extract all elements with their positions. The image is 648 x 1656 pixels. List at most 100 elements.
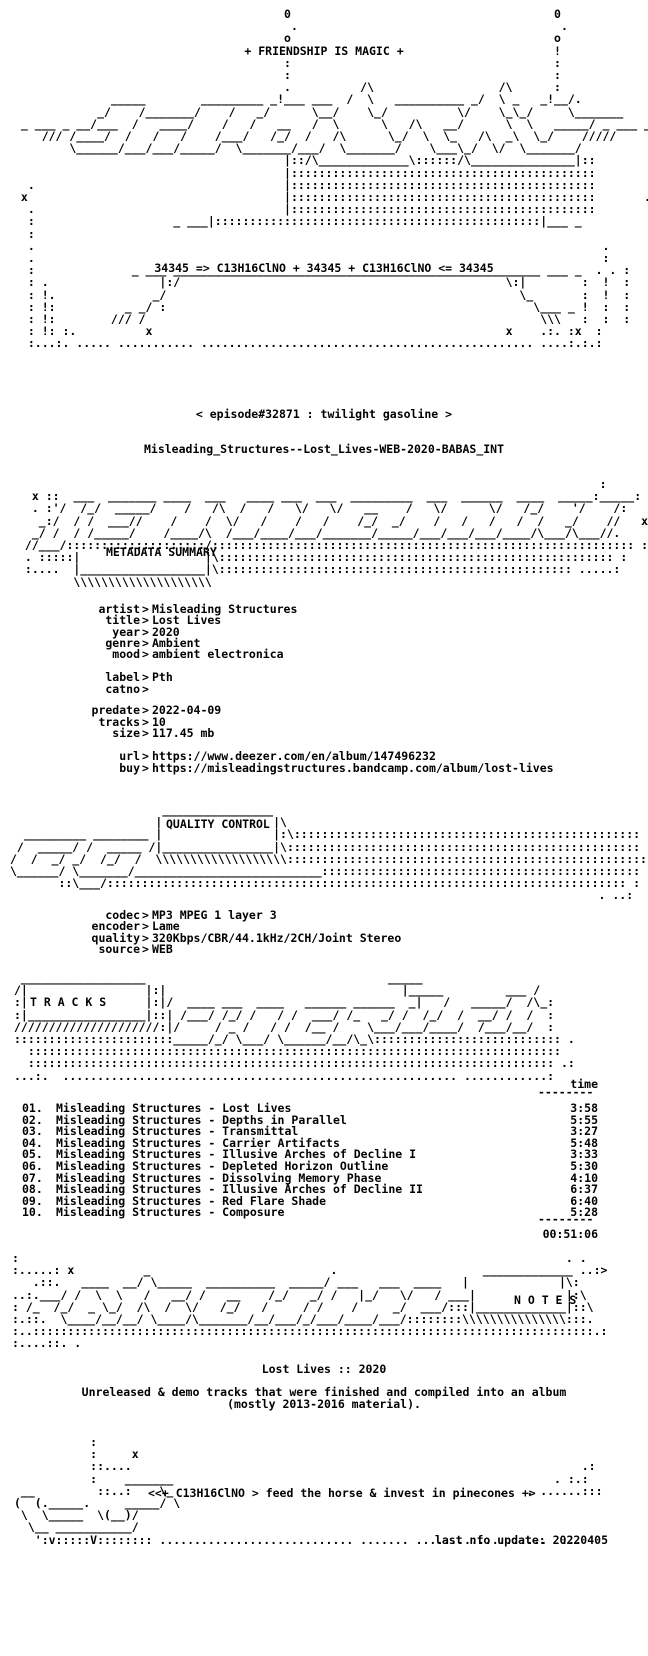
header-tagline: + FRIENDSHIP IS MAGIC + bbox=[244, 44, 404, 58]
header-formula: 34345 => C13H16ClNO + 34345 + C13H16ClNO… bbox=[154, 261, 494, 275]
metadata-separator: > bbox=[142, 636, 149, 650]
track-number: 10. bbox=[22, 1205, 43, 1220]
last-update: last nfo update: 20220405 bbox=[434, 1533, 608, 1547]
quality-key: codec bbox=[105, 908, 140, 922]
tracks-time-header: time bbox=[570, 1077, 598, 1091]
quality-ascii-art: ________________ | |\ _________ ________… bbox=[10, 803, 648, 903]
track-time: 5:55 bbox=[570, 1112, 598, 1127]
quality-separator: > bbox=[142, 931, 149, 945]
track-number: 09. bbox=[22, 1193, 43, 1208]
quality-section-title: QUALITY CONTROL bbox=[166, 817, 270, 831]
track-title: Misleading Structures - Depths in Parall… bbox=[56, 1112, 347, 1127]
track-title: Misleading Structures - Red Flare Shade bbox=[56, 1193, 327, 1208]
track-title: Misleading Structures - Dissolving Memor… bbox=[56, 1170, 382, 1185]
track-row: 07. Misleading Structures - Dissolving Me… bbox=[0, 1172, 648, 1184]
track-number: 08. bbox=[22, 1182, 43, 1197]
tracks-total-underline: -------- bbox=[538, 1212, 594, 1226]
track-time: 5:30 bbox=[570, 1159, 598, 1173]
notes-heading: Lost Lives :: 2020 bbox=[261, 1362, 387, 1376]
track-row: 08. Misleading Structures - Illusive Arch… bbox=[0, 1183, 648, 1195]
tracks-ascii-art: __________________ _____ /| |:| |_____ _… bbox=[14, 971, 575, 1083]
metadata-row: url>https://www.deezer.com/en/album/1474… bbox=[0, 750, 648, 762]
quality-separator: > bbox=[142, 942, 149, 956]
metadata-value[interactable]: https://misleadingstructures.bandcamp.co… bbox=[152, 761, 554, 775]
track-number: 03. bbox=[22, 1124, 43, 1139]
quality-value: MP3 MPEG 1 layer 3 bbox=[152, 908, 277, 922]
metadata-row: title>Lost Lives bbox=[0, 614, 648, 626]
track-time: 5:48 bbox=[570, 1135, 598, 1150]
metadata-separator: > bbox=[142, 749, 149, 763]
track-time: 3:27 bbox=[570, 1124, 598, 1139]
track-title: Misleading Structures - Illusive Arches … bbox=[56, 1147, 417, 1162]
metadata-key: year bbox=[112, 625, 140, 639]
metadata-value: Misleading Structures bbox=[152, 602, 298, 616]
track-time: 6:40 bbox=[570, 1193, 598, 1208]
metadata-value: 117.45 mb bbox=[152, 726, 215, 740]
metadata-key: size bbox=[112, 726, 140, 740]
footer-tagline: <<+ C13H16ClNO > feed the horse & invest… bbox=[148, 1486, 536, 1500]
quality-row: codec>MP3 MPEG 1 layer 3 bbox=[0, 909, 648, 921]
quality-row: source>WEB bbox=[0, 943, 648, 955]
metadata-value: Lost Lives bbox=[152, 613, 222, 627]
metadata-key: catno bbox=[105, 682, 140, 696]
quality-key: encoder bbox=[91, 919, 140, 933]
metadata-key: tracks bbox=[98, 715, 140, 729]
metadata-row: genre>Ambient bbox=[0, 637, 648, 649]
metadata-separator: > bbox=[142, 761, 149, 775]
track-title: Misleading Structures - Composure bbox=[56, 1205, 285, 1220]
metadata-separator: > bbox=[142, 670, 149, 684]
track-time: 5:28 bbox=[570, 1205, 598, 1220]
tracks-section-title: T R A C K S bbox=[30, 995, 107, 1009]
track-title: Misleading Structures - Illusive Arches … bbox=[56, 1182, 423, 1197]
metadata-key: genre bbox=[105, 636, 140, 650]
metadata-separator: > bbox=[142, 682, 149, 696]
header-ascii-art: 0 0 . . o bbox=[20, 7, 648, 351]
quality-value: 320Kbps/CBR/44.1kHz/2CH/Joint Stereo bbox=[152, 931, 402, 945]
metadata-row: year>2020 bbox=[0, 626, 648, 638]
metadata-separator: > bbox=[142, 715, 149, 729]
track-time: 3:33 bbox=[570, 1147, 598, 1162]
track-title: Misleading Structures - Transmittal bbox=[56, 1124, 299, 1139]
metadata-value: ambient electronica bbox=[152, 647, 284, 661]
metadata-value: 2020 bbox=[152, 625, 180, 639]
metadata-separator: > bbox=[142, 625, 149, 639]
quality-value: WEB bbox=[152, 942, 173, 956]
metadata-value: Ambient bbox=[152, 636, 201, 650]
track-row: 05. Misleading Structures - Illusive Arch… bbox=[0, 1148, 648, 1160]
track-time: 4:10 bbox=[570, 1170, 598, 1185]
metadata-section-title: METADATA SUMMARY bbox=[106, 545, 217, 559]
metadata-separator: > bbox=[142, 602, 149, 616]
metadata-separator: > bbox=[142, 647, 149, 661]
notes-section-title: N O T E S bbox=[514, 1293, 577, 1307]
metadata-key: label bbox=[105, 670, 140, 684]
track-number: 02. bbox=[22, 1112, 43, 1127]
tracks-total-time: 00:51:06 bbox=[542, 1227, 598, 1241]
quality-separator: > bbox=[142, 919, 149, 933]
metadata-value: 2022-04-09 bbox=[152, 703, 222, 717]
notes-ascii-art: : . . :.....: x _ . _____________ ..:> .… bbox=[12, 1251, 608, 1351]
metadata-value[interactable]: https://www.deezer.com/en/album/14749623… bbox=[152, 749, 436, 763]
track-number: 05. bbox=[22, 1147, 43, 1162]
track-row: 06.Misleading Structures - Depleted Hori… bbox=[0, 1160, 648, 1172]
metadata-row: label>Pth bbox=[0, 671, 648, 683]
quality-key: source bbox=[98, 942, 140, 956]
track-number: 07. bbox=[22, 1170, 43, 1185]
metadata-row: size>117.45 mb bbox=[0, 727, 648, 739]
track-time: 3:58 bbox=[570, 1101, 598, 1115]
metadata-key: url bbox=[119, 749, 140, 763]
metadata-row: artist>Misleading Structures bbox=[0, 603, 648, 615]
quality-key: quality bbox=[91, 931, 140, 945]
metadata-row: catno> bbox=[0, 683, 648, 695]
footer-ascii-art: : : x ::.... .: : _______ . :.: __ bbox=[14, 1435, 603, 1547]
track-row: 04.Misleading Structures - Carrier Artif… bbox=[0, 1137, 648, 1149]
metadata-value: Pth bbox=[152, 670, 173, 684]
notes-line-2: (mostly 2013-2016 material). bbox=[227, 1397, 421, 1411]
track-number: 06. bbox=[22, 1159, 43, 1173]
metadata-separator: > bbox=[142, 613, 149, 627]
quality-row: encoder>Lame bbox=[0, 920, 648, 932]
release-name: Misleading_Structures--Lost_Lives-WEB-20… bbox=[143, 442, 505, 456]
track-number: 04. bbox=[22, 1135, 43, 1150]
quality-separator: > bbox=[142, 908, 149, 922]
